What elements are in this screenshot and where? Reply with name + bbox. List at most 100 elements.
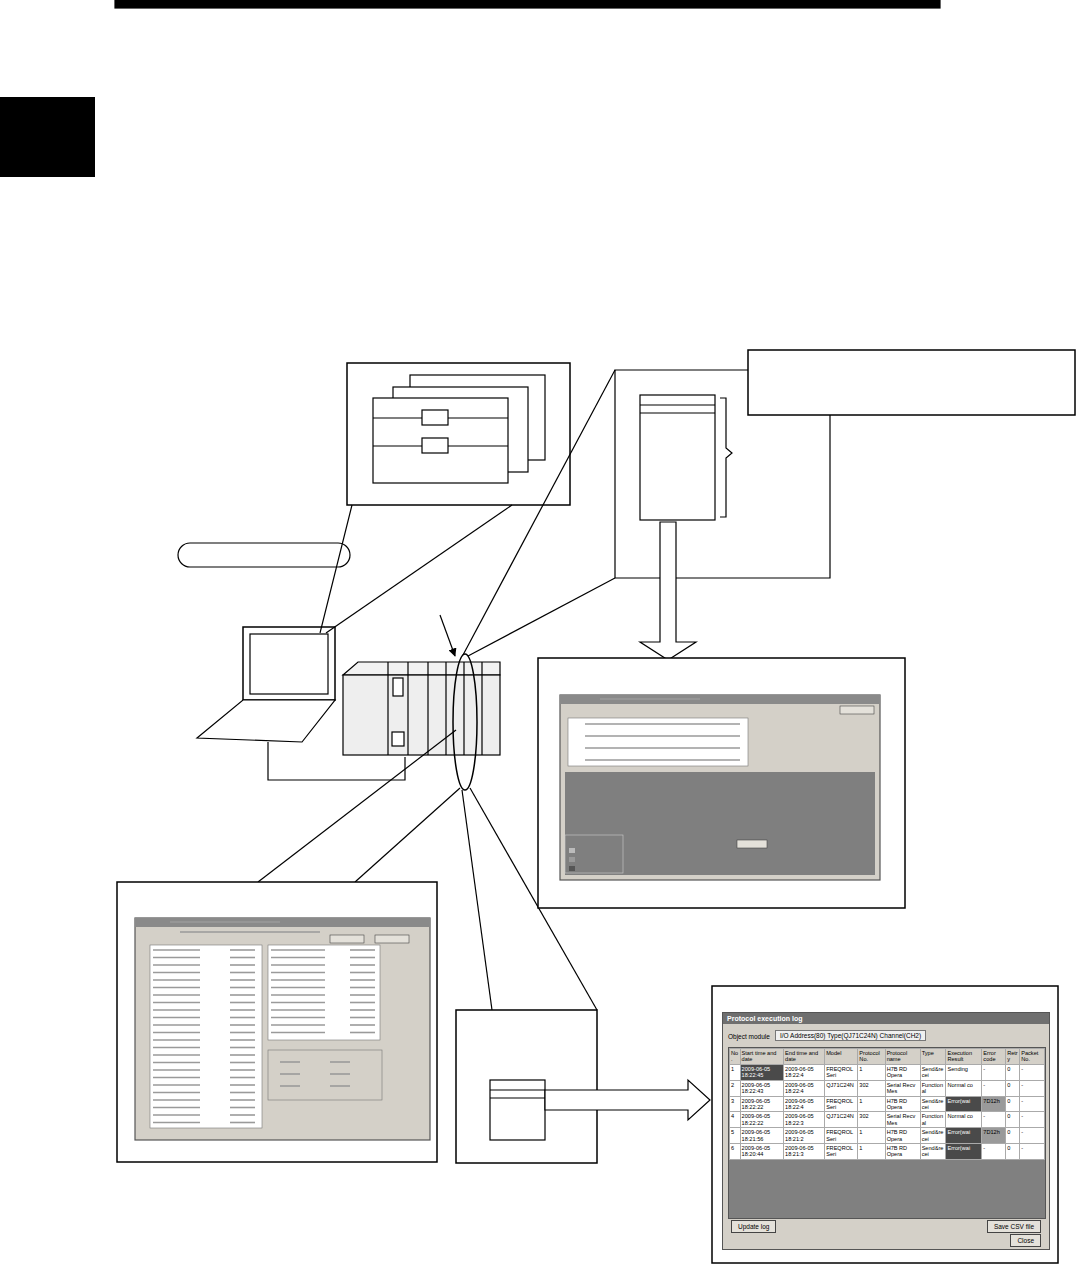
- screen-texture: [585, 735, 740, 737]
- table-cell: Send&recei: [920, 1096, 946, 1112]
- screen-texture: [271, 1032, 325, 1034]
- table-cell: 7D12h: [982, 1128, 1006, 1144]
- screen-texture: [230, 1039, 255, 1041]
- screen-texture: [230, 1002, 255, 1004]
- screen-texture: [230, 1077, 255, 1079]
- buffer-memory: [490, 1080, 545, 1140]
- column-header: End time and date: [784, 1049, 825, 1065]
- table-cell: 0: [1006, 1128, 1020, 1144]
- screen-texture: [230, 949, 255, 951]
- screen-texture: [350, 964, 375, 966]
- laptop-base: [197, 700, 335, 742]
- laptop-display: [250, 634, 328, 694]
- table-cell: 2009-06-05 18:22:45: [740, 1064, 783, 1080]
- column-header: Error code: [982, 1049, 1006, 1065]
- screen-texture: [271, 949, 325, 951]
- log-list: No.Start time and dateEnd time and dateM…: [728, 1047, 1046, 1219]
- column-header: No.: [730, 1049, 741, 1065]
- screen-texture: [153, 1084, 200, 1086]
- screen-texture: [350, 949, 375, 951]
- screen-texture: [230, 1009, 255, 1011]
- table-cell: QJ71C24N: [825, 1112, 858, 1128]
- screen-texture: [271, 1002, 325, 1004]
- screen-texture: [230, 1092, 255, 1094]
- column-header: Execution Result: [946, 1049, 982, 1065]
- table-cell: H7B RD Opera: [885, 1096, 920, 1112]
- column-header: Protocol No.: [858, 1049, 885, 1065]
- screen-texture: [280, 1061, 300, 1063]
- table-cell: -: [1020, 1112, 1045, 1128]
- table-cell: H7B RD Opera: [885, 1064, 920, 1080]
- table-cell: Send&recei: [920, 1064, 946, 1080]
- table-cell: -: [1020, 1096, 1045, 1112]
- screen-texture: [153, 1032, 200, 1034]
- table-cell: 1: [858, 1144, 885, 1160]
- table-cell: 7D12h: [982, 1096, 1006, 1112]
- screen-texture: [230, 1114, 255, 1116]
- screen-texture: [153, 949, 200, 951]
- chapter-tab: [0, 97, 95, 177]
- column-header: Model: [825, 1049, 858, 1065]
- note-box: [748, 350, 1075, 415]
- table-cell: Send&recei: [920, 1128, 946, 1144]
- table-cell: FREQROL Seri: [825, 1144, 858, 1160]
- table-cell: -: [1020, 1128, 1045, 1144]
- table-cell: Error(wai: [946, 1128, 982, 1144]
- hollow-arrow: [640, 522, 696, 660]
- table-cell: -: [982, 1080, 1006, 1096]
- table-cell: 4: [730, 1112, 741, 1128]
- screen-texture: [350, 972, 375, 974]
- screen-texture: [153, 1062, 200, 1064]
- screen-texture: [350, 1024, 375, 1026]
- column-header: Protocol name: [885, 1049, 920, 1065]
- screen-texture: [153, 1114, 200, 1116]
- table-cell: 3: [730, 1096, 741, 1112]
- callout-frame: [456, 1010, 597, 1163]
- screenshot-window: [560, 695, 880, 880]
- pointer-arrow: [440, 615, 455, 656]
- callout-frame: [538, 658, 905, 908]
- screen-texture: [271, 987, 325, 989]
- table-cell: Send&recei: [920, 1144, 946, 1160]
- screenshot-window: [135, 918, 430, 1140]
- table-cell: 1: [858, 1064, 885, 1080]
- screen-texture: [153, 1077, 200, 1079]
- screen-texture: [153, 1069, 200, 1071]
- table-cell: 2009-06-05 18:22:22: [740, 1112, 783, 1128]
- screen-texture: [153, 1047, 200, 1049]
- button-label: Close: [1017, 1237, 1034, 1244]
- screen-texture: [280, 1073, 300, 1075]
- push-button: Update log: [731, 1220, 776, 1233]
- screen-texture: [271, 964, 325, 966]
- table-cell: 302: [858, 1080, 885, 1096]
- button-label: Save CSV file: [994, 1223, 1034, 1230]
- buffer-memory: [640, 395, 715, 520]
- screen-texture: [153, 1017, 200, 1019]
- screen-texture: [271, 1009, 325, 1011]
- table-cell: Serial Recv Mes: [885, 1080, 920, 1096]
- laptop-screen: [243, 627, 335, 700]
- screen-texture: [230, 994, 255, 996]
- screen-texture: [230, 1032, 255, 1034]
- screen-texture: [230, 979, 255, 981]
- table-cell: Normal co: [946, 1080, 982, 1096]
- screen-texture: [585, 747, 740, 749]
- table-cell: Functional: [920, 1080, 946, 1096]
- table-cell: Sending: [946, 1064, 982, 1080]
- screen-texture: [153, 1024, 200, 1026]
- callout-frame: [117, 882, 437, 1162]
- screen-texture: [230, 1062, 255, 1064]
- table-cell: Functional: [920, 1112, 946, 1128]
- table-cell: 2: [730, 1080, 741, 1096]
- screen-texture: [230, 1024, 255, 1026]
- screen-texture: [330, 1061, 350, 1063]
- table-cell: QJ71C24N: [825, 1080, 858, 1096]
- table-cell: FREQROL Seri: [825, 1096, 858, 1112]
- screen-texture: [230, 1107, 255, 1109]
- screen-texture: [271, 972, 325, 974]
- table-cell: FREQROL Seri: [825, 1064, 858, 1080]
- screen-texture: [230, 957, 255, 959]
- table-cell: 2009-06-05 18:21:2: [784, 1128, 825, 1144]
- screen-texture: [153, 964, 200, 966]
- table-cell: 6: [730, 1144, 741, 1160]
